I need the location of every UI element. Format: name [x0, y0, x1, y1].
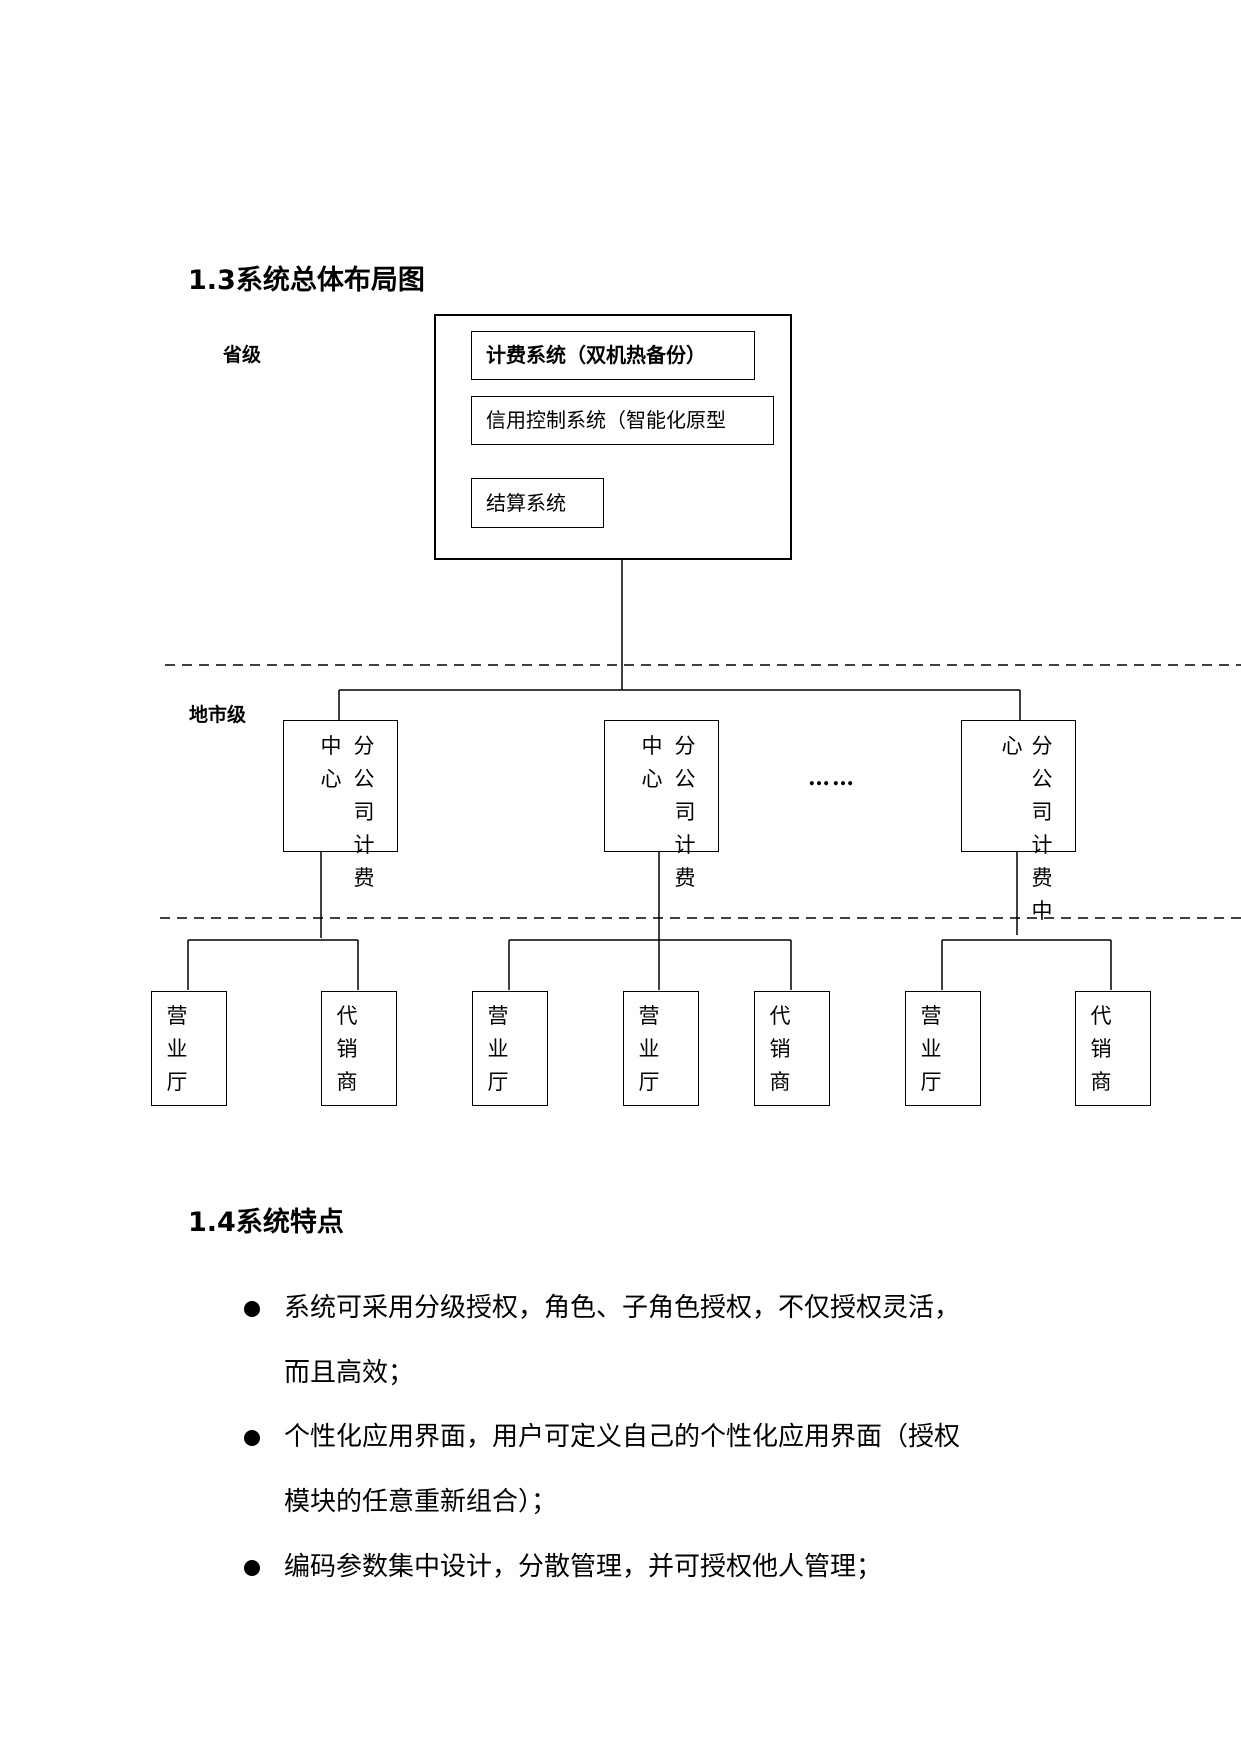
leaf-label: 营业厅 — [920, 1004, 942, 1094]
branch-3-text-a: 心 — [1001, 734, 1023, 758]
branch-1-text-b: 分公司计费 — [353, 734, 375, 890]
bullet-1-line-2: 而且高效； — [284, 1358, 415, 1388]
bullet-dot-icon — [244, 1560, 260, 1576]
leaf-business-hall: 营业厅 — [623, 991, 699, 1106]
bullet-dot-icon — [244, 1301, 260, 1317]
leaf-label: 代销商 — [769, 1004, 791, 1094]
leaf-agent: 代销商 — [1075, 991, 1151, 1106]
leaf-agent: 代销商 — [754, 991, 830, 1106]
leaf-label: 营业厅 — [638, 1004, 660, 1094]
more-branches-ellipsis: …… — [808, 765, 856, 791]
branch-billing-center-1: 中心 分公司计费 — [283, 720, 398, 890]
leaf-agent: 代销商 — [321, 991, 397, 1106]
leaf-business-hall: 营业厅 — [905, 991, 981, 1106]
branch-2-text-b: 分公司计费 — [674, 734, 696, 890]
billing-system-label: 计费系统（双机热备份） — [486, 343, 706, 367]
section-1-3-title: 1.3系统总体布局图 — [188, 265, 425, 296]
branch-1-text-a: 中心 — [320, 734, 342, 791]
billing-system-box: 计费系统（双机热备份） — [471, 331, 755, 380]
leaf-label: 营业厅 — [166, 1004, 188, 1094]
bullet-2-line-1: 个性化应用界面，用户可定义自己的个性化应用界面（授权 — [284, 1422, 961, 1452]
bullet-2-line-2: 模块的任意重新组合）； — [284, 1487, 558, 1517]
settlement-system-box: 结算系统 — [471, 478, 604, 528]
leaf-label: 营业厅 — [487, 1004, 509, 1094]
section-1-4-title: 1.4系统特点 — [188, 1207, 344, 1238]
bullet-1-line-1: 系统可采用分级授权，角色、子角色授权，不仅授权灵活， — [284, 1293, 961, 1323]
bullet-dot-icon — [244, 1430, 260, 1446]
branch-2-text-a: 中心 — [641, 734, 663, 791]
leaf-label: 代销商 — [336, 1004, 358, 1094]
settlement-system-label: 结算系统 — [486, 491, 566, 515]
branch-3-text-b: 分公司计费中 — [1031, 734, 1053, 923]
leaf-label: 代销商 — [1090, 1004, 1112, 1094]
leaf-business-hall: 营业厅 — [472, 991, 548, 1106]
credit-control-system-label: 信用控制系统（智能化原型 — [486, 408, 726, 432]
bullet-3-line-1: 编码参数集中设计，分散管理，并可授权他人管理； — [284, 1552, 883, 1582]
level-label-city: 地市级 — [189, 704, 247, 726]
credit-control-system-box: 信用控制系统（智能化原型 — [471, 396, 774, 445]
branch-billing-center-2: 中心 分公司计费 — [604, 720, 719, 890]
level-label-province: 省级 — [223, 344, 262, 366]
leaf-business-hall: 营业厅 — [151, 991, 227, 1106]
branch-billing-center-3: 心 分公司计费中 — [961, 720, 1076, 923]
